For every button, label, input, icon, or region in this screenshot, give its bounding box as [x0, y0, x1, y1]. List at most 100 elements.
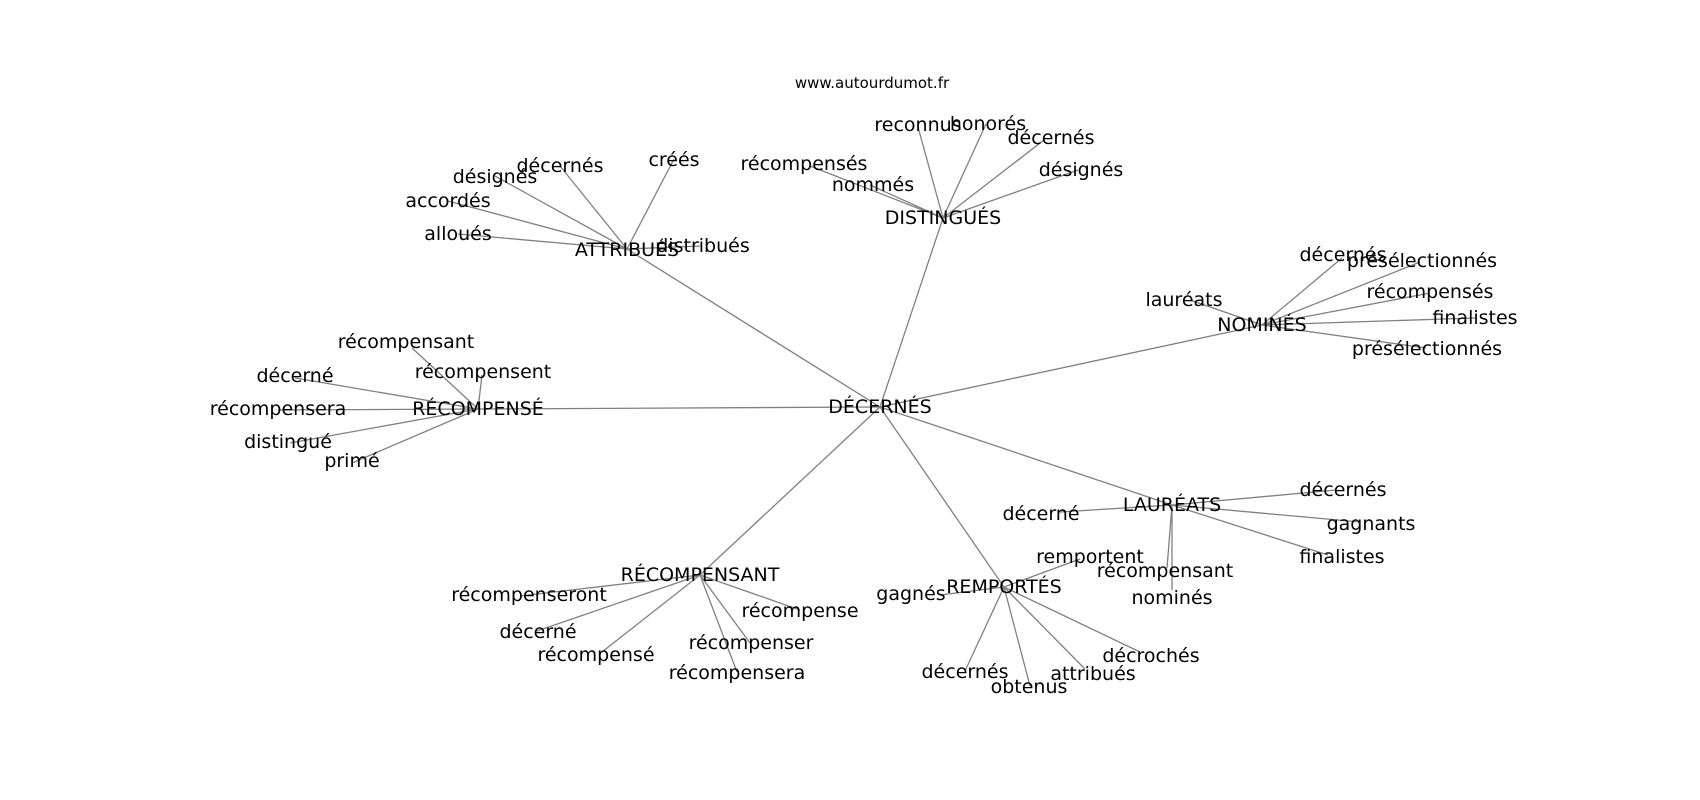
edge-leaf: [942, 123, 987, 219]
leaf-word: obtenus: [991, 676, 1068, 698]
leaf-word: récompensera: [210, 398, 347, 420]
leaf-word: récompensent: [415, 361, 552, 383]
leaf-word: récompenser: [689, 632, 814, 654]
edge-leaf: [809, 165, 944, 219]
leaf-word: récompense: [741, 600, 858, 622]
edge-leaf: [1261, 317, 1476, 326]
center-edges: [477, 217, 1263, 588]
leaf-word: remportent: [1036, 546, 1144, 568]
edge-center-remportes: [879, 406, 1005, 588]
hub-remportes: REMPORTÉS: [946, 575, 1062, 598]
hub-nomines: NOMINÉS: [1217, 313, 1306, 336]
leaf-word: décernés: [1300, 479, 1387, 501]
leaf-word: lauréats: [1145, 289, 1222, 311]
edge-leaf: [1261, 324, 1427, 349]
edges-nomines: [1189, 257, 1476, 349]
leaf-word: récompensera: [669, 662, 806, 684]
leaf-word: décerné: [1002, 503, 1079, 525]
leaf-word: récompensés: [1367, 281, 1494, 303]
leaf-word: récompensé: [537, 644, 654, 666]
hub-laureats: LAURÉATS: [1123, 493, 1221, 516]
edge-center-recompense: [477, 406, 881, 410]
edge-leaf: [1003, 586, 1141, 653]
edge-leaf: [939, 586, 1005, 596]
center-word: DÉCERNÉS: [828, 395, 931, 418]
edge-leaf: [494, 175, 628, 250]
edge-leaf: [1003, 586, 1031, 687]
leaf-word: récompensés: [741, 153, 868, 175]
edge-center-laureats: [879, 406, 1173, 506]
hub-distingues: DISTINGUÉS: [885, 206, 1001, 229]
edges-recompensant: [519, 574, 801, 673]
leaf-word: attribués: [1050, 663, 1135, 685]
hub-recompense: RÉCOMPENSÉ: [412, 397, 544, 420]
edge-leaf: [1171, 489, 1337, 506]
leaf-word: alloués: [424, 223, 491, 245]
leaf-word: décernés: [1300, 244, 1387, 266]
edge-leaf: [1261, 261, 1421, 326]
edge-leaf: [277, 408, 479, 411]
edge-leaf: [942, 169, 1079, 219]
leaf-word: décerné: [499, 621, 576, 643]
leaf-word: décrochés: [1102, 645, 1199, 667]
edge-leaf: [699, 574, 751, 644]
edges-remportes: [939, 558, 1141, 687]
leaf-word: présélectionnés: [1347, 250, 1497, 272]
edge-leaf: [699, 574, 801, 611]
watermark: www.autourdumot.fr: [795, 74, 950, 92]
edge-leaf: [1059, 504, 1173, 513]
leaf-word: primé: [324, 450, 379, 472]
edge-leaf: [477, 374, 483, 410]
edge-leaf: [626, 245, 701, 250]
edge-leaf: [559, 165, 628, 250]
leaf-word: décernés: [922, 661, 1009, 683]
edge-leaf: [1171, 504, 1329, 556]
edges-recompense: [277, 347, 483, 464]
leaf-word: gagnés: [876, 583, 945, 605]
edge-leaf: [457, 233, 628, 250]
leaf-word: distingué: [244, 431, 332, 453]
edge-leaf: [411, 347, 479, 410]
leaf-word: finalistes: [1432, 307, 1517, 329]
leaf-word: accordés: [405, 190, 490, 212]
edge-leaf: [869, 184, 944, 219]
leaf-word: décernés: [1008, 127, 1095, 149]
leaf-word: décernés: [517, 155, 604, 177]
edge-leaf: [917, 126, 944, 219]
edge-center-recompensant: [699, 406, 881, 576]
edge-leaf: [447, 200, 628, 250]
edge-leaf: [1171, 504, 1361, 523]
leaf-word: gagnants: [1327, 513, 1416, 535]
edges-distingues: [809, 123, 1079, 219]
leaf-word: désignés: [1039, 159, 1124, 181]
edge-leaf: [942, 139, 1045, 219]
leaf-word: reconnus: [874, 114, 961, 136]
edge-leaf: [626, 158, 675, 250]
edge-leaf: [536, 574, 701, 632]
edge-leaf: [1003, 558, 1081, 588]
edge-leaf: [1003, 586, 1086, 670]
edge-leaf: [1261, 292, 1431, 326]
edges-laureats: [1059, 489, 1361, 590]
edge-leaf: [601, 574, 701, 653]
edge-center-attribues: [626, 248, 881, 408]
edge-leaf: [351, 408, 479, 464]
leaf-word: désignés: [453, 166, 538, 188]
hub-attribues: ATTRIBUÉS: [575, 238, 679, 261]
edge-leaf: [294, 377, 479, 410]
hub-recompensant: RÉCOMPENSANT: [621, 563, 780, 586]
leaf-word: nominés: [1131, 587, 1212, 609]
leaf-word: finalistes: [1299, 546, 1384, 568]
edge-leaf: [519, 574, 701, 597]
leaf-word: décerné: [256, 365, 333, 387]
leaf-word: récompenseront: [451, 584, 607, 606]
edges-attribues: [447, 158, 701, 250]
leaf-word: nommés: [832, 174, 914, 196]
edge-leaf: [964, 586, 1005, 672]
leaf-word: créés: [648, 149, 699, 171]
edge-leaf: [699, 574, 738, 673]
leaf-word: récompensant: [1097, 560, 1234, 582]
edge-center-nomines: [879, 324, 1263, 408]
leaf-word: présélectionnés: [1352, 338, 1502, 360]
